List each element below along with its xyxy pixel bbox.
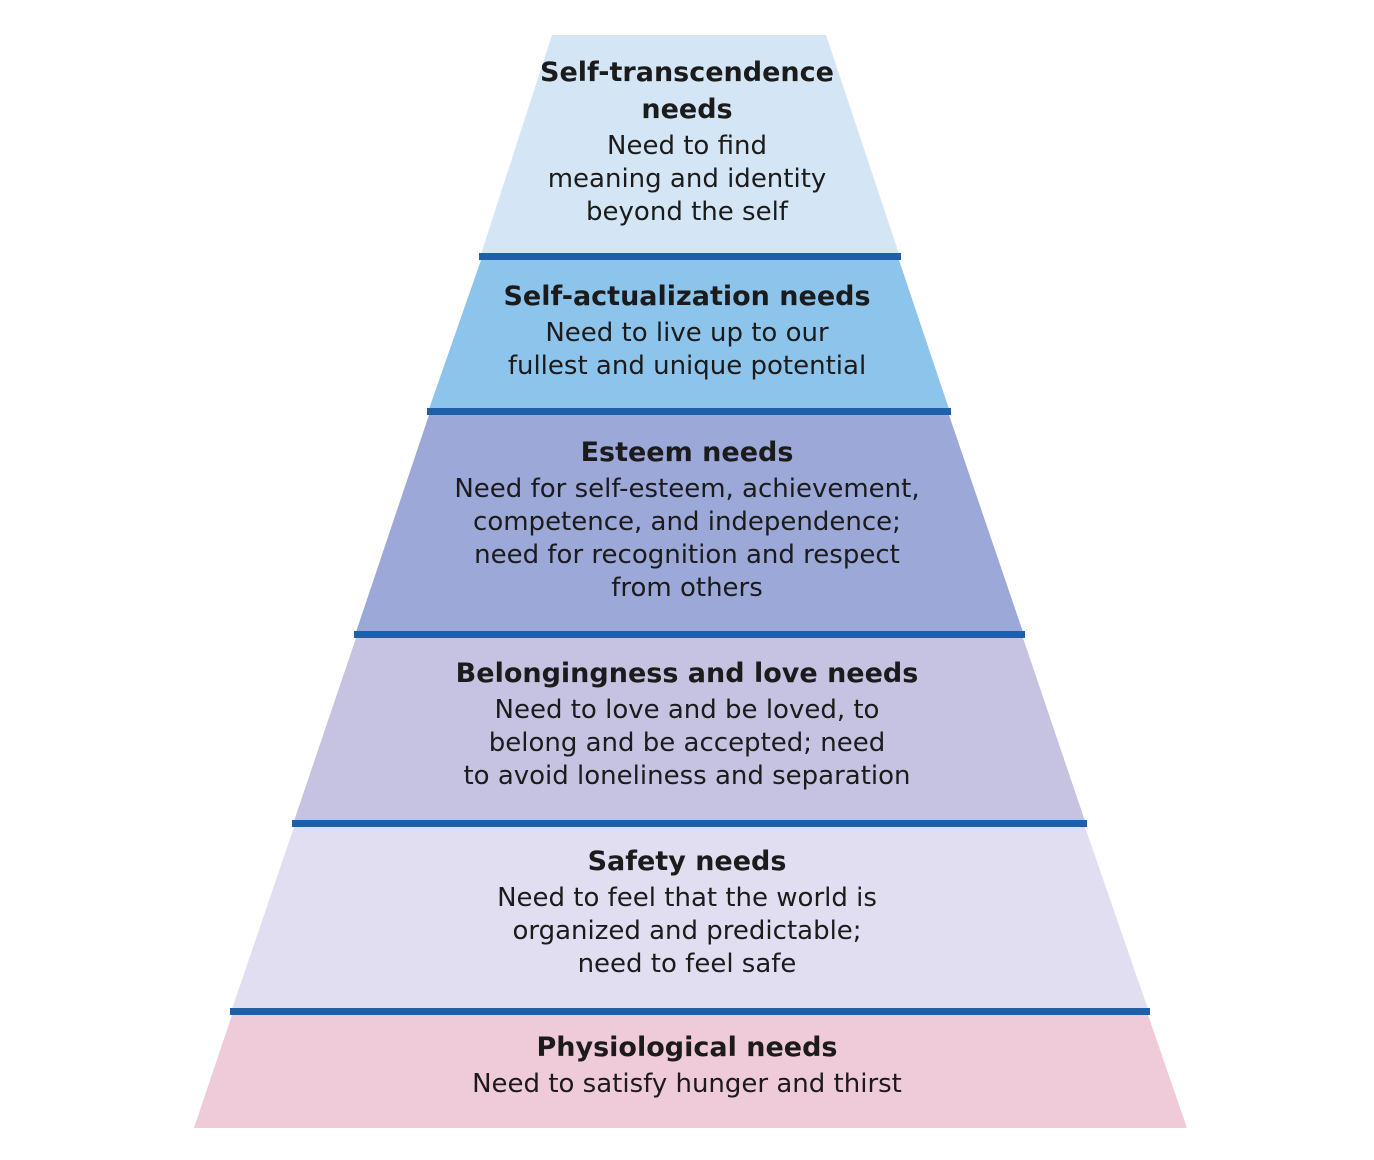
level-title: Safety needs [587, 846, 787, 877]
level-description: Need for self-esteem, achievement, compe… [454, 474, 920, 603]
level-description: Need to satisfy hunger and thirst [472, 1069, 902, 1099]
divider-line [354, 631, 1025, 638]
level-title: Physiological needs [536, 1032, 838, 1063]
level-description: Need to find meaning and identity beyond… [547, 131, 827, 227]
level-physiological: Physiological needs Need to satisfy hung… [0, 1029, 1374, 1101]
level-fill-physiological [194, 1015, 1187, 1128]
level-description: Need to live up to our fullest and uniqu… [507, 318, 867, 381]
level-title: Belongingness and love needs [455, 658, 919, 689]
level-safety: Safety needs Need to feel that the world… [0, 843, 1374, 981]
level-fill-self-actualization [429, 260, 949, 409]
level-title: Self-transcendence needs [540, 57, 834, 125]
divider-line [230, 1008, 1150, 1015]
divider-line [292, 820, 1087, 827]
level-fill-esteem [356, 415, 1023, 632]
level-fill-self-transcendence [481, 35, 899, 254]
level-fill-belongingness [294, 638, 1085, 821]
divider-line [427, 408, 951, 415]
divider-line [479, 253, 901, 260]
level-description: Need to feel that the world is organized… [497, 883, 877, 979]
level-self-actualization: Self-actualization needs Need to live up… [0, 278, 1374, 383]
level-esteem: Esteem needs Need for self-esteem, achie… [0, 434, 1374, 605]
level-description: Need to love and be loved, to belong and… [463, 695, 911, 791]
level-self-transcendence: Self-transcendence needs Need to find me… [0, 54, 1374, 229]
level-belongingness: Belongingness and love needs Need to lov… [0, 655, 1374, 793]
level-fill-safety [232, 827, 1148, 1009]
level-title: Self-actualization needs [503, 281, 871, 312]
level-title: Esteem needs [580, 437, 794, 468]
